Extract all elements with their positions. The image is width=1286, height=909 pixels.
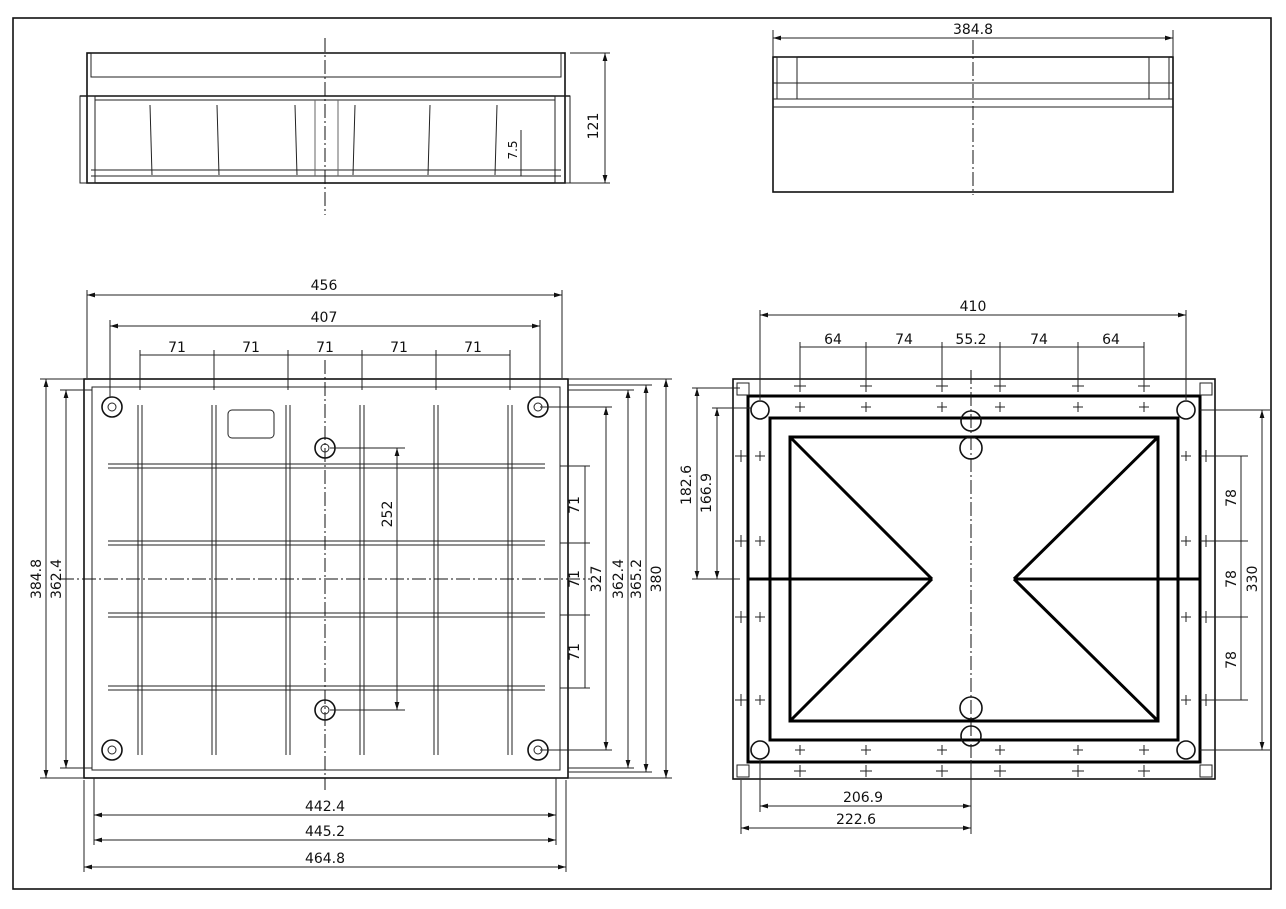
dim-bottom-362-right: 362.4 [611,559,627,599]
dim-bottom-right-pitch-3: 71 [567,643,583,661]
dim-lid-410: 410 [960,299,987,315]
dim-lid-222: 222.6 [836,812,876,828]
top-view: 384.8 [772,22,1174,195]
dim-bottom-456: 456 [311,278,338,294]
dim-lid-182: 182.6 [679,465,695,505]
dim-bottom-right-pitch-2: 71 [567,570,583,588]
dim-bottom-pitch-1: 71 [168,340,186,356]
dim-bottom-380: 380 [649,566,665,593]
dim-side-groove: 7.5 [506,140,520,159]
dim-bottom-pitch-3: 71 [316,340,334,356]
dim-lid-pitch-5: 64 [1102,332,1120,348]
dim-bottom-pitch-2: 71 [242,340,260,356]
dim-lid-right-pitch-1: 78 [1224,489,1240,507]
dim-lid-pitch-4: 74 [1030,332,1048,348]
dim-bottom-365: 365.2 [629,559,645,599]
dim-lid-pitch-3: 55.2 [955,332,986,348]
dim-side-height: 121 [586,113,602,140]
dim-bottom-pitch-4: 71 [390,340,408,356]
dim-bottom-327: 327 [589,566,605,593]
dim-lid-206: 206.9 [843,790,883,806]
dim-top-width: 384.8 [953,22,993,38]
dim-bottom-384-left: 384.8 [29,559,45,599]
dim-bottom-pitch-5: 71 [464,340,482,356]
dim-bottom-442: 442.4 [305,799,345,815]
dim-bottom-407: 407 [311,310,338,326]
dim-lid-166: 166.9 [699,473,715,513]
lid-view: 410 64 74 55.2 74 64 182.6 166.9 78 78 7… [679,299,1270,834]
dim-bottom-362-left: 362.4 [49,559,65,599]
dim-bottom-445: 445.2 [305,824,345,840]
side-view: 121 7.5 [79,38,610,215]
dim-lid-right-pitch-3: 78 [1224,651,1240,669]
dim-lid-pitch-2: 74 [895,332,913,348]
dim-bottom-252: 252 [380,501,396,528]
dim-bottom-right-pitch-1: 71 [567,496,583,514]
dim-lid-right-pitch-2: 78 [1224,570,1240,588]
bottom-view: 456 407 71 71 71 71 71 442.4 445.2 464.8… [29,278,672,872]
dim-bottom-464: 464.8 [305,851,345,867]
dim-lid-pitch-1: 64 [824,332,842,348]
dim-lid-330: 330 [1245,566,1261,593]
drawing-frame [12,17,1272,890]
